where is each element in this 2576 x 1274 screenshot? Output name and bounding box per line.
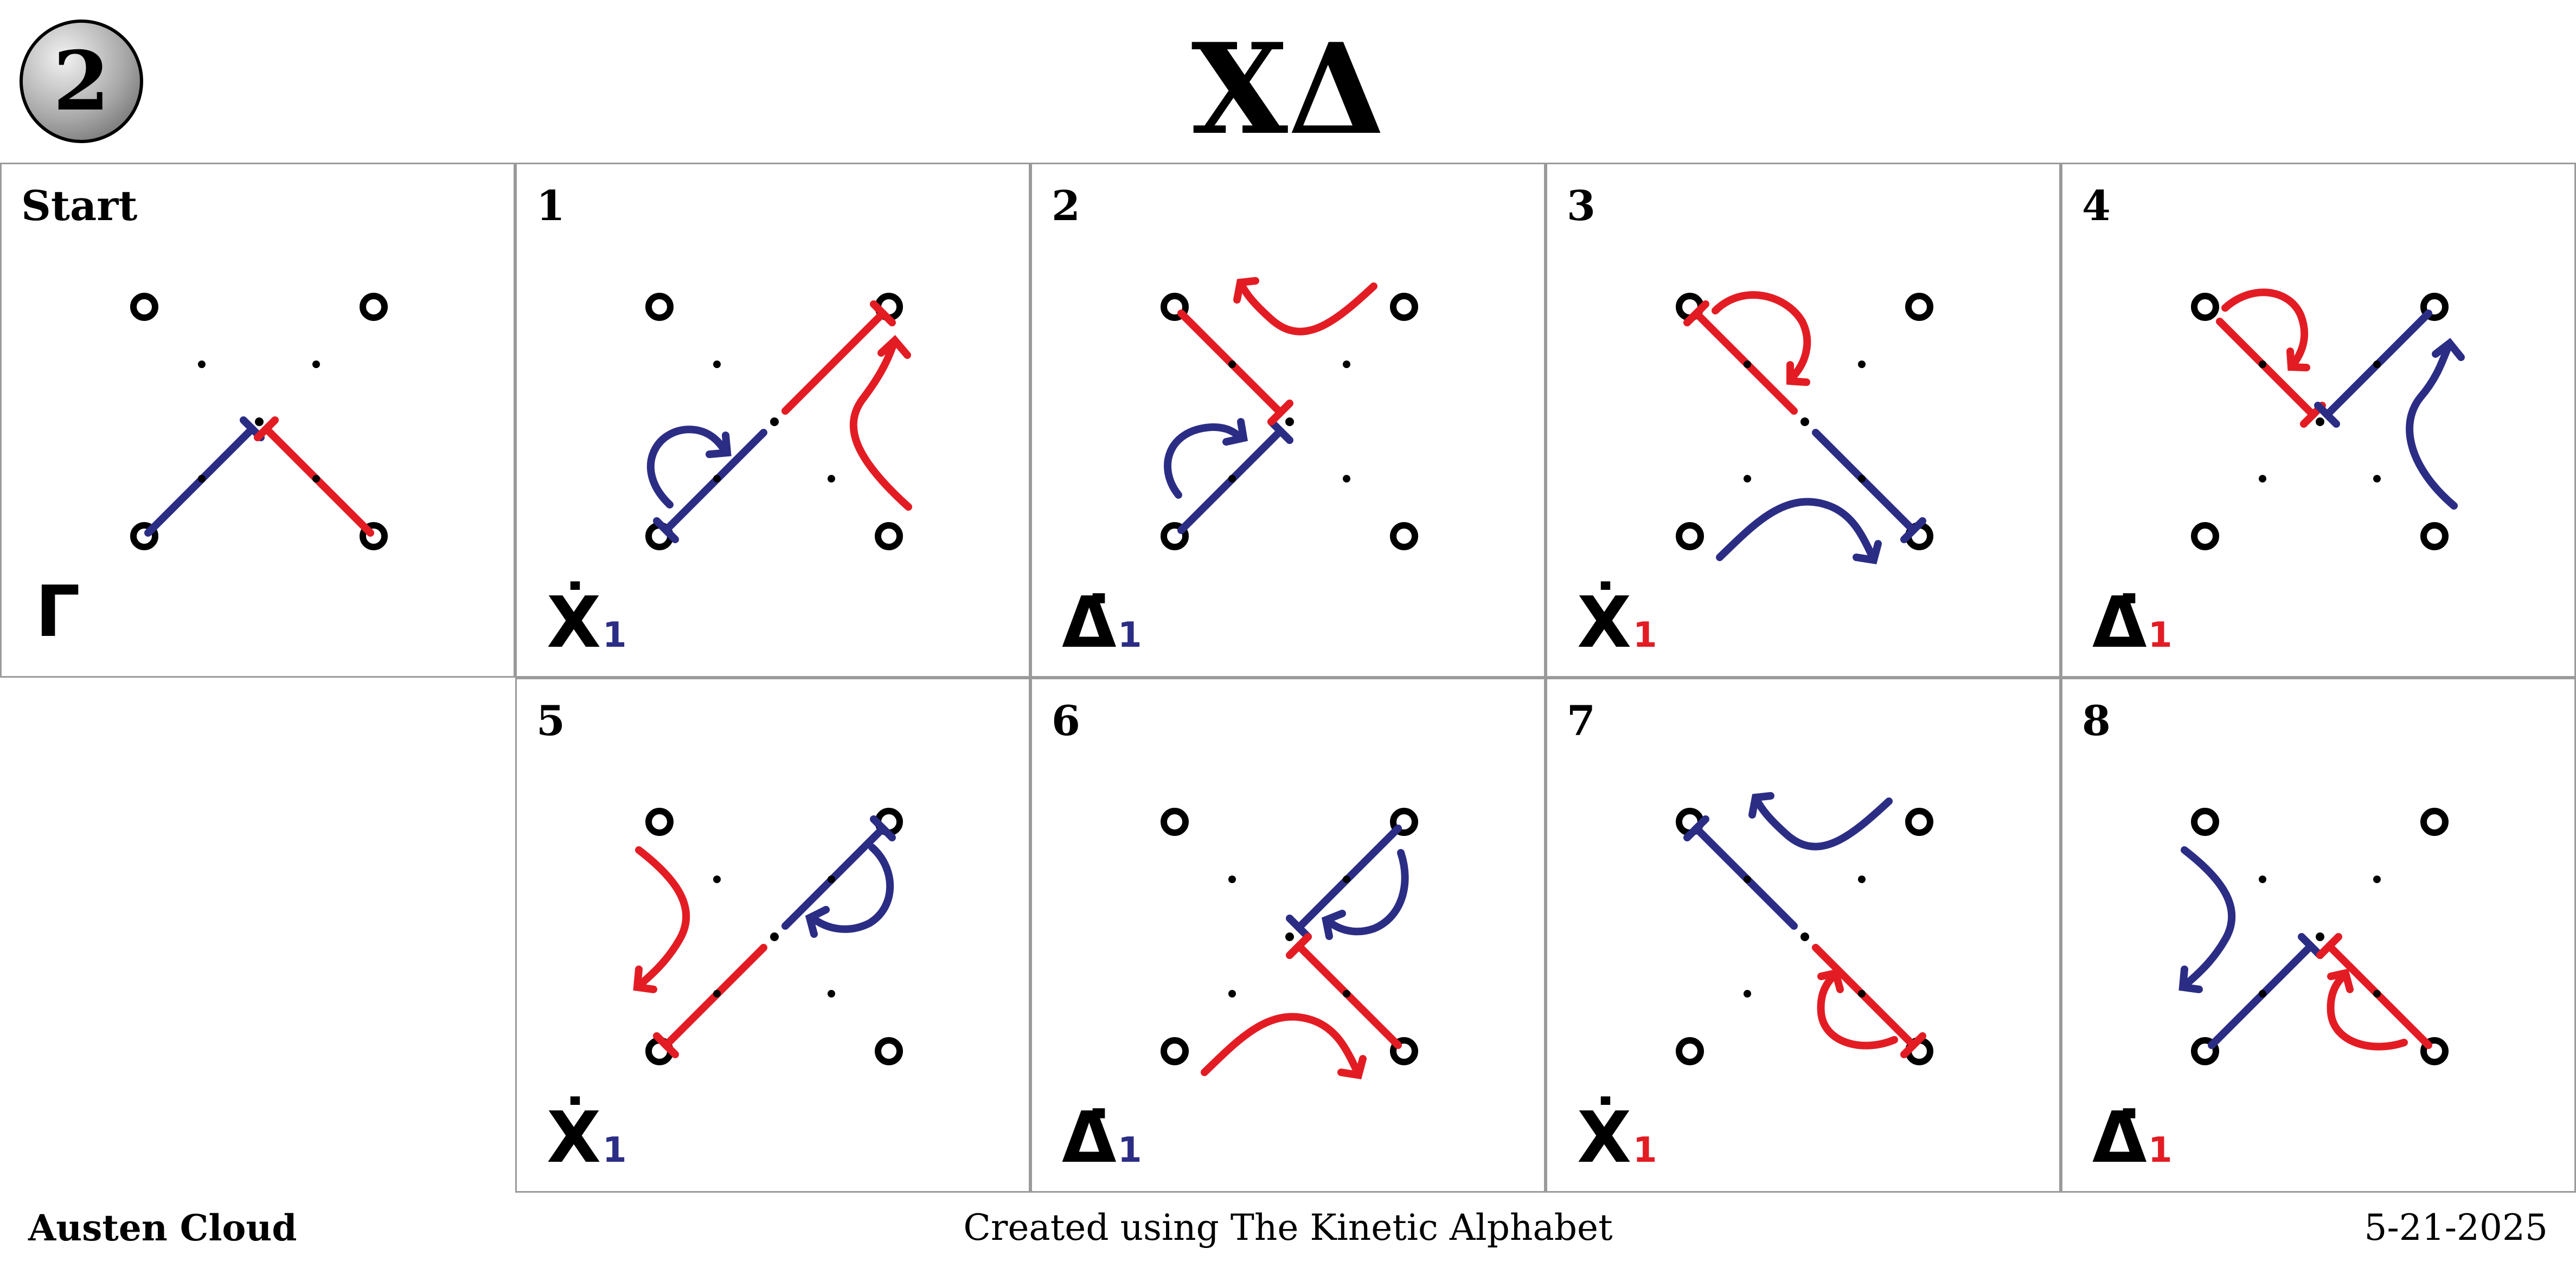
panel-label: Start: [21, 182, 138, 230]
date-text: 5-21-2025: [2364, 1207, 2548, 1249]
page-number-badge: 2: [20, 20, 143, 143]
panel-4: 4 Δ̇ 1: [2061, 163, 2576, 678]
panel-label: 4: [2082, 182, 2111, 230]
diagram-start: Γ: [35, 164, 517, 653]
panel-label: 3: [1567, 182, 1595, 230]
panel-3: 3 Ẋ 1: [1546, 163, 2061, 678]
blue-prop: [2314, 310, 2465, 510]
panel-label: 1: [536, 182, 565, 230]
glyph-subscript: 1: [2148, 1130, 2173, 1170]
red-prop: [1201, 933, 1402, 1079]
panel-7: 7 Ẋ 1: [1546, 678, 2061, 1193]
panel-start: Start Γ: [0, 163, 515, 678]
blue-prop: [1164, 418, 1293, 534]
diagram-6: Δ̇ 1: [1062, 679, 1547, 1179]
grid-points: [1679, 811, 1930, 1062]
page-number: 2: [53, 34, 110, 129]
panel-2: 2 Δ̇ 1: [1030, 163, 1546, 678]
panel-6: 6 Δ̇ 1: [1030, 678, 1546, 1193]
glyph-subscript: 1: [1118, 615, 1142, 655]
glyph: Δ̇: [2092, 581, 2147, 664]
start-glyph: Γ: [35, 570, 80, 653]
panel-label: 6: [1052, 697, 1080, 745]
glyph: Δ̇: [2092, 1096, 2147, 1179]
blue-prop: [2178, 846, 2324, 1049]
author-name: Austen Cloud: [28, 1207, 297, 1249]
diagram-1: Ẋ 1: [547, 164, 912, 664]
red-prop: [781, 300, 912, 511]
red-prop: [1812, 944, 1926, 1058]
glyph-subscript: 1: [1118, 1130, 1142, 1170]
blue-prop: [646, 426, 767, 543]
diagram-7: Ẋ 1: [1577, 792, 2062, 1179]
panel-label: 5: [536, 697, 565, 745]
panel-label: 2: [1052, 182, 1080, 230]
glyph-subscript: 1: [1633, 615, 1657, 655]
glyph-subscript: 1: [603, 615, 627, 655]
panel-label: 8: [2082, 697, 2111, 745]
credit-text: Created using The Kinetic Alphabet: [963, 1207, 1613, 1249]
glyph: Δ̇: [1062, 581, 1117, 664]
red-prop: [1177, 277, 1377, 426]
panel-5: 5 Ẋ 1: [515, 678, 1030, 1193]
grid-points: [649, 296, 900, 547]
blue-prop: [1716, 429, 1926, 564]
glyph-subscript: 1: [603, 1130, 627, 1170]
glyph: Δ̇: [1062, 1096, 1117, 1179]
panel-label: 7: [1567, 697, 1595, 745]
glyph: Ẋ: [1577, 1096, 1631, 1179]
diagram-4: Δ̇ 1: [2092, 288, 2465, 664]
glyph-subscript: 1: [2148, 615, 2173, 655]
glyph: Ẋ: [547, 1096, 601, 1179]
red-prop: [1683, 291, 1811, 415]
diagram-5: Ẋ 1: [547, 679, 1032, 1179]
grid-points: [2194, 296, 2445, 547]
diagram-8: Δ̇ 1: [2092, 679, 2576, 1179]
grid-points: [2194, 811, 2445, 1062]
grid-points: [1164, 811, 1415, 1062]
diagram-3: Ẋ 1: [1577, 291, 2062, 664]
red-prop: [633, 846, 767, 1058]
grid-points: [1679, 296, 1930, 547]
panel-8: 8 Δ̇ 1: [2061, 678, 2576, 1193]
grid-points: [649, 811, 900, 1062]
glyph: Ẋ: [1577, 581, 1631, 664]
diagram-2: Δ̇ 1: [1062, 277, 1547, 664]
grid-points: [1164, 296, 1415, 547]
page-title: XΔ: [1191, 16, 1385, 163]
panel-1: 1 Ẋ 1: [515, 163, 1030, 678]
red-prop: [2216, 288, 2326, 428]
blue-prop: [781, 815, 896, 938]
glyph-subscript: 1: [1633, 1130, 1657, 1170]
glyph: Ẋ: [547, 581, 601, 664]
blue-prop: [1683, 792, 1893, 930]
